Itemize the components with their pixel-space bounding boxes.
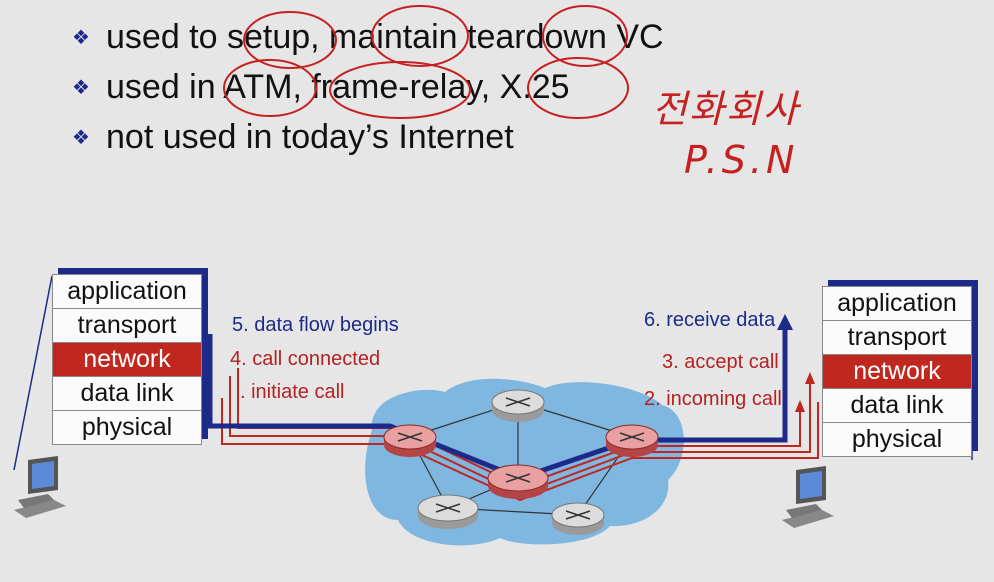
layer-transport: transport [52,309,202,343]
bullet-text: used in ATM, frame-relay, X.25 [106,67,570,106]
circle-maintain-annotation [371,5,469,67]
layer-data-link: data link [52,377,202,411]
layer-physical: physical [822,423,972,457]
circle-teardown-annotation [542,5,628,67]
layer-application: application [822,286,972,321]
bullet-list: ❖ used to setup, maintain teardown VC ❖ … [72,12,664,162]
bullet-marker-icon: ❖ [72,126,90,149]
bullet-item: ❖ not used in today’s Internet [72,112,664,162]
layer-data-link: data link [822,389,972,423]
circle-setup-annotation [243,11,337,69]
bullet-marker-icon: ❖ [72,76,90,99]
annotation-circles [223,5,629,119]
step-accept-call: 3. accept call [662,351,779,373]
step-data-flow-begins: 5. data flow begins [232,314,399,336]
computer-icon [782,466,834,528]
circle-x25-annotation [527,57,629,119]
arrow-head-incoming [805,372,815,384]
bullet-text: used to setup, maintain teardown VC [106,17,664,56]
bullet-item: ❖ used to setup, maintain teardown VC [72,12,664,62]
router-icon [417,494,479,529]
router-icon [551,502,605,535]
bullet-item: ❖ used in ATM, frame-relay, X.25 [72,62,664,112]
layer-network: network [52,343,202,377]
layer-physical: physical [52,411,202,445]
router-icon [605,424,659,457]
layer-network: network [822,355,972,389]
arrow-head-data [777,314,793,330]
step-call-connected: 4. call connected [230,348,381,370]
router-icon [487,464,549,499]
step-incoming-call: 2. incoming call [644,388,782,410]
circle-atm-annotation [223,59,317,117]
stack-edge [13,275,53,471]
bullet-marker-icon: ❖ [72,26,90,49]
handwritten-psn-note: P.S.N [684,138,799,182]
circle-frame-relay-annotation [329,61,471,119]
protocol-stack-left: application transport network data link … [52,274,202,445]
router-icon [491,389,545,422]
computer-icon [14,456,66,518]
bullet-text: not used in today’s Internet [106,117,514,156]
layer-application: application [52,274,202,309]
protocol-stack-right: application transport network data link … [822,286,972,457]
handwritten-korean-note: 전화회사 [652,87,800,131]
step-initiate-call: . initiate call [240,381,345,403]
arrow-head-accept [795,400,805,412]
layer-transport: transport [822,321,972,355]
router-icon [383,424,437,457]
step-receive-data: 6. receive data [644,309,776,331]
